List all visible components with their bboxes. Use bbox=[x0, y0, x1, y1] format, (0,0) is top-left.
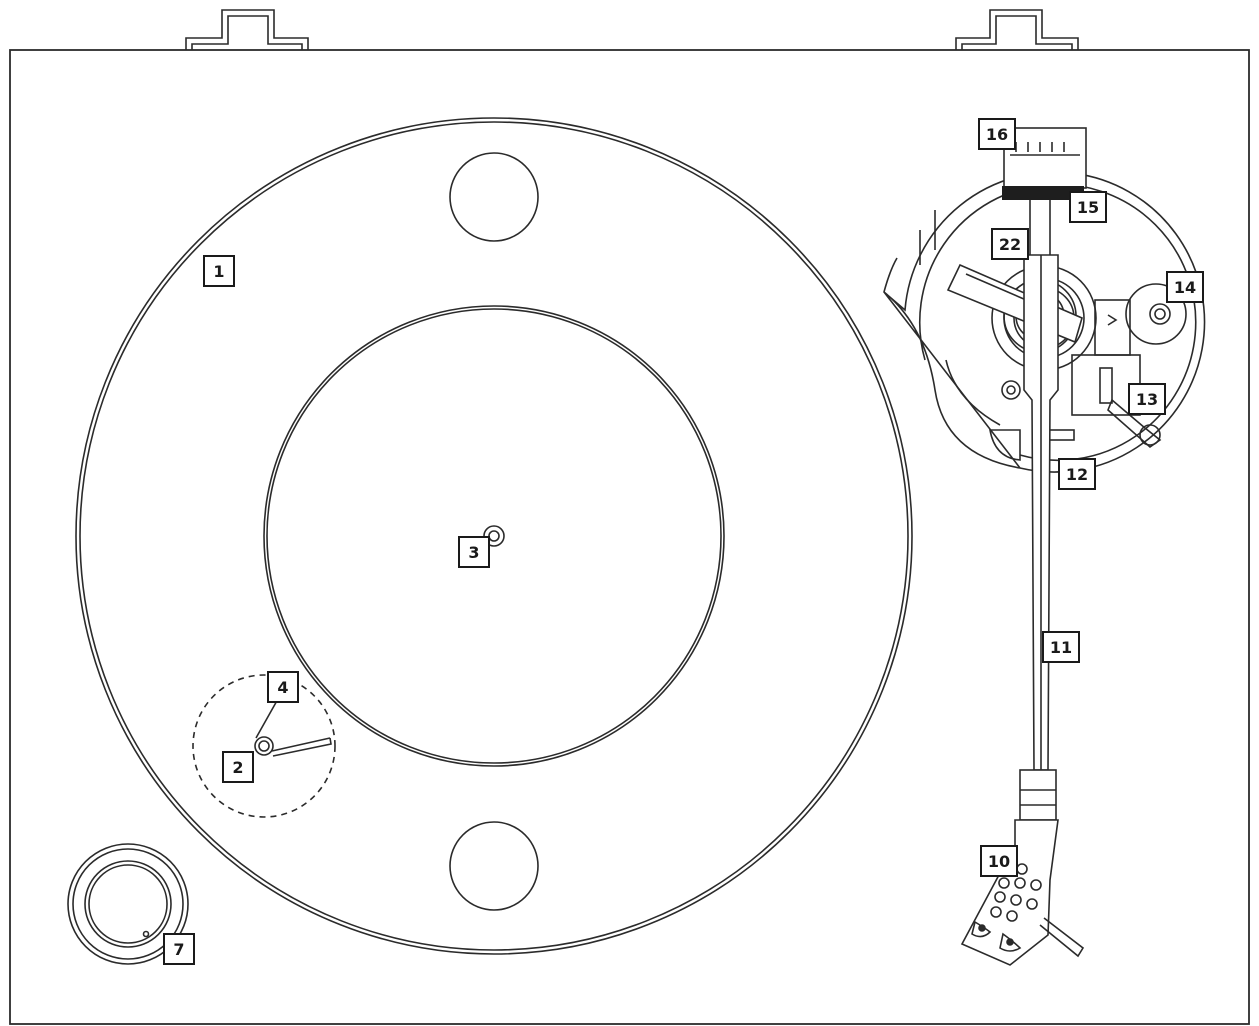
tonearm bbox=[1019, 254, 1059, 821]
callout-12: 12 bbox=[1058, 458, 1096, 490]
callout-11: 11 bbox=[1042, 631, 1080, 663]
callout-13: 13 bbox=[1128, 383, 1166, 415]
adapter-detail bbox=[192, 674, 336, 818]
speed-knob bbox=[67, 843, 189, 965]
callout-22: 22 bbox=[991, 228, 1029, 260]
hinge-right bbox=[955, 9, 1079, 50]
cue-lever bbox=[1107, 398, 1162, 449]
turntable-base bbox=[9, 49, 1250, 1025]
callout-16: 16 bbox=[978, 118, 1016, 150]
callout-4: 4 bbox=[267, 671, 299, 703]
hinge-left bbox=[185, 9, 309, 50]
counterweight bbox=[1002, 127, 1087, 260]
tonearm-pivot bbox=[946, 263, 1083, 353]
callout-3: 3 bbox=[458, 536, 490, 568]
headshell bbox=[960, 819, 1085, 966]
callout-14: 14 bbox=[1166, 271, 1204, 303]
callout-7: 7 bbox=[163, 933, 195, 965]
callout-2: 2 bbox=[222, 751, 254, 783]
callout-15: 15 bbox=[1069, 191, 1107, 223]
callout-1: 1 bbox=[203, 255, 235, 287]
callout-10: 10 bbox=[980, 845, 1018, 877]
platter bbox=[75, 117, 913, 955]
anti-skate-knob bbox=[1125, 283, 1187, 345]
